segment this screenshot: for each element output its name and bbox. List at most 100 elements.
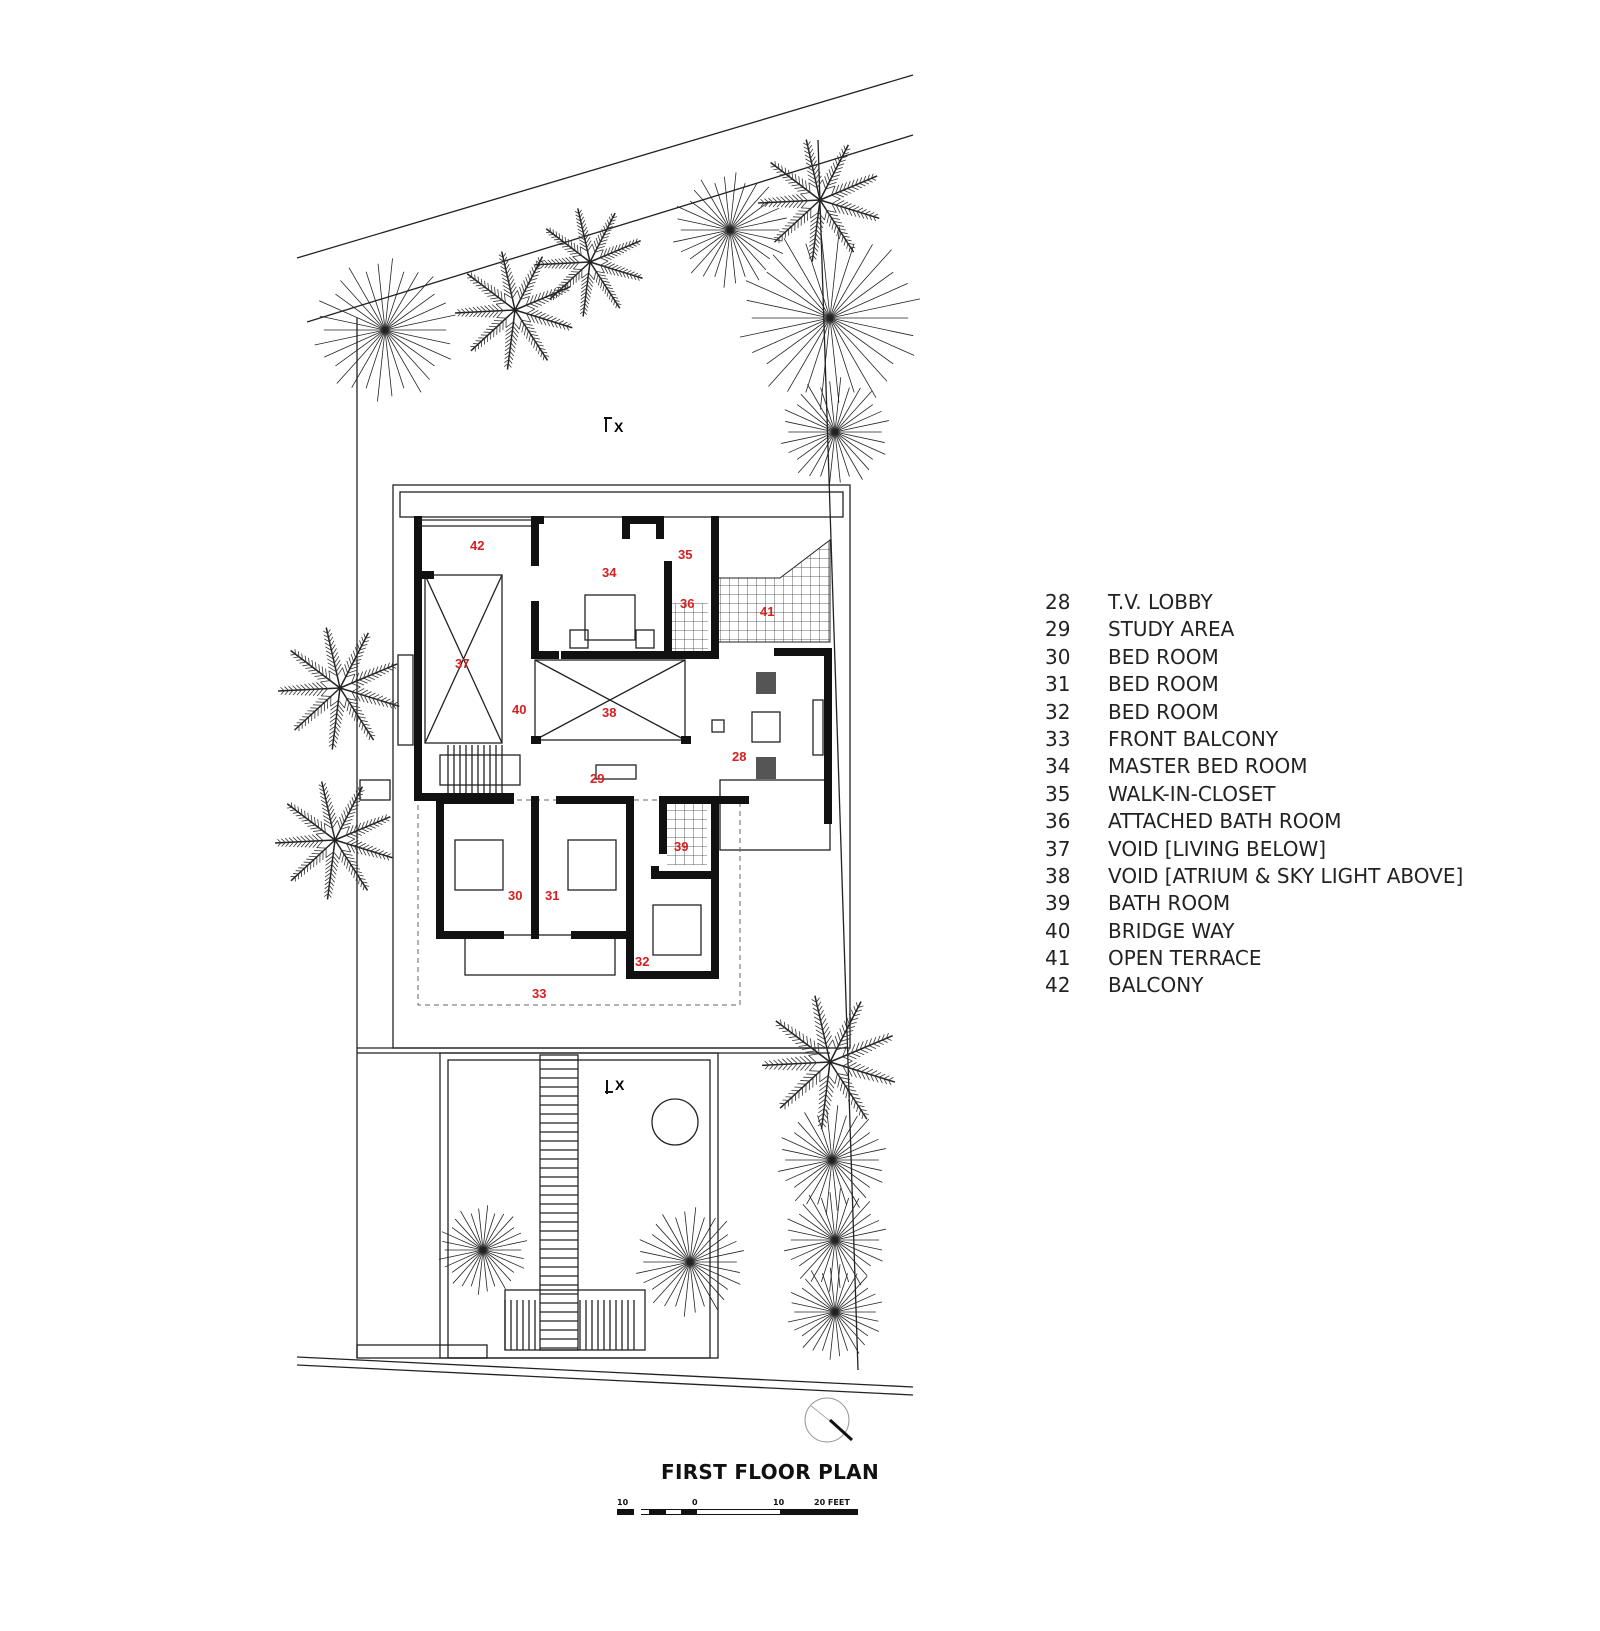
legend-number: 39 bbox=[1045, 891, 1071, 916]
legend-label: VOID [ATRIUM & SKY LIGHT ABOVE] bbox=[1108, 863, 1464, 888]
legend-number: 29 bbox=[1045, 617, 1071, 642]
void-37 bbox=[424, 574, 503, 744]
legend-item: 42 BALCONY bbox=[1045, 973, 1463, 1000]
legend-number: 32 bbox=[1045, 699, 1071, 724]
tree-icon bbox=[438, 1205, 528, 1295]
internal-staircase bbox=[439, 745, 521, 797]
palm-icon bbox=[758, 139, 880, 262]
section-marker-label: X bbox=[615, 1077, 625, 1093]
furniture bbox=[454, 594, 824, 956]
legend-label: BRIDGE WAY bbox=[1108, 918, 1235, 943]
legend-number: 30 bbox=[1045, 644, 1071, 669]
north-arrow-icon bbox=[804, 1397, 854, 1443]
open-terrace-41 bbox=[714, 538, 831, 643]
legend-item: 36 ATTACHED BATH ROOM bbox=[1045, 809, 1463, 836]
room-label: 33 bbox=[532, 986, 546, 1001]
legend-number: 37 bbox=[1045, 836, 1071, 861]
legend-label: OPEN TERRACE bbox=[1108, 946, 1262, 971]
palm-icon bbox=[535, 208, 643, 317]
legend-item: 32 BED ROOM bbox=[1045, 700, 1463, 727]
site-boundary bbox=[296, 74, 914, 1396]
room-label: 38 bbox=[602, 705, 616, 720]
room-label: 29 bbox=[590, 771, 604, 786]
legend-label: T.V. LOBBY bbox=[1108, 590, 1213, 614]
room-label: 36 bbox=[680, 596, 694, 611]
legend-item: 41 OPEN TERRACE bbox=[1045, 946, 1463, 973]
legend-item: 34 MASTER BED ROOM bbox=[1045, 754, 1463, 781]
legend-number: 41 bbox=[1045, 946, 1071, 971]
legend-item: 30 BED ROOM bbox=[1045, 645, 1463, 672]
legend-label: BED ROOM bbox=[1108, 672, 1219, 697]
legend-number: 36 bbox=[1045, 809, 1071, 834]
room-label: 42 bbox=[470, 538, 484, 553]
room-label: 32 bbox=[635, 954, 649, 969]
garden-feature bbox=[651, 1098, 699, 1146]
scale-label: 10 bbox=[773, 1498, 785, 1507]
legend-item: 39 BATH ROOM bbox=[1045, 891, 1463, 918]
palm-icon bbox=[762, 995, 896, 1130]
legend-label: BED ROOM bbox=[1108, 699, 1219, 724]
legend-number: 40 bbox=[1045, 918, 1071, 943]
legend-label: ATTACHED BATH ROOM bbox=[1108, 809, 1342, 834]
room-label: 30 bbox=[508, 888, 522, 903]
room-label: 37 bbox=[455, 656, 469, 671]
room-label: 35 bbox=[678, 547, 692, 562]
tree-icon bbox=[673, 172, 787, 288]
tree-icon bbox=[636, 1207, 744, 1317]
scale-label: 20 FEET bbox=[814, 1498, 850, 1507]
legend-item: 35 WALK-IN-CLOSET bbox=[1045, 782, 1463, 809]
bath-36-tiles bbox=[668, 603, 708, 653]
palm-icon bbox=[275, 781, 393, 900]
tree-icon bbox=[739, 226, 921, 410]
bath-39-tiles bbox=[667, 800, 707, 865]
front-balcony-33 bbox=[464, 934, 616, 976]
legend-label: MASTER BED ROOM bbox=[1108, 754, 1308, 779]
room-label: 31 bbox=[545, 888, 559, 903]
legend-item: 33 FRONT BALCONY bbox=[1045, 727, 1463, 754]
tree-icon bbox=[781, 377, 889, 487]
void-38 bbox=[534, 659, 686, 741]
legend-item: 40 BRIDGE WAY bbox=[1045, 919, 1463, 946]
scale-bar: 10 0 10 20 FEET bbox=[617, 1498, 858, 1515]
room-label: 28 bbox=[732, 749, 746, 764]
legend-number: 38 bbox=[1045, 863, 1071, 888]
legend-label: BATH ROOM bbox=[1108, 891, 1231, 916]
palm-icon bbox=[455, 251, 573, 370]
walls bbox=[414, 516, 832, 979]
garden-steps bbox=[504, 1054, 646, 1351]
legend-item: 38 VOID [ATRIUM & SKY LIGHT ABOVE] bbox=[1045, 864, 1463, 891]
section-marker-label: X bbox=[614, 419, 624, 435]
legend-label: BED ROOM bbox=[1108, 644, 1219, 669]
section-marker-icon: X X bbox=[604, 417, 625, 1094]
palm-icon bbox=[278, 627, 400, 750]
legend-label: VOID [LIVING BELOW] bbox=[1108, 836, 1327, 861]
legend-number: 35 bbox=[1045, 781, 1071, 806]
legend-label: BALCONY bbox=[1108, 973, 1204, 998]
legend-number: 42 bbox=[1045, 973, 1071, 998]
room-labels: 42 34 35 36 41 37 40 38 28 29 39 30 31 3… bbox=[455, 538, 774, 1001]
tree-icon bbox=[787, 1264, 883, 1360]
room-label: 34 bbox=[602, 565, 617, 580]
scale-label: 0 bbox=[692, 1498, 698, 1507]
legend-label: WALK-IN-CLOSET bbox=[1108, 781, 1276, 806]
legend-label: FRONT BALCONY bbox=[1108, 726, 1279, 751]
legend-item: 31 BED ROOM bbox=[1045, 672, 1463, 699]
room-label: 40 bbox=[512, 702, 526, 717]
legend-number: 34 bbox=[1045, 754, 1071, 779]
room-label: 39 bbox=[674, 839, 688, 854]
roof-overhang-line bbox=[417, 799, 741, 1006]
legend-label: STUDY AREA bbox=[1108, 617, 1235, 642]
scale-label: 10 bbox=[617, 1498, 629, 1507]
tree-icon bbox=[314, 258, 456, 402]
room-label: 41 bbox=[760, 604, 774, 619]
legend-item: 29 STUDY AREA bbox=[1045, 617, 1463, 644]
drawing-title: FIRST FLOOR PLAN bbox=[661, 1460, 879, 1484]
legend-number: 31 bbox=[1045, 672, 1071, 697]
tree-icon bbox=[778, 1105, 886, 1215]
tree-icon bbox=[784, 1188, 886, 1292]
legend-number: 33 bbox=[1045, 726, 1071, 751]
